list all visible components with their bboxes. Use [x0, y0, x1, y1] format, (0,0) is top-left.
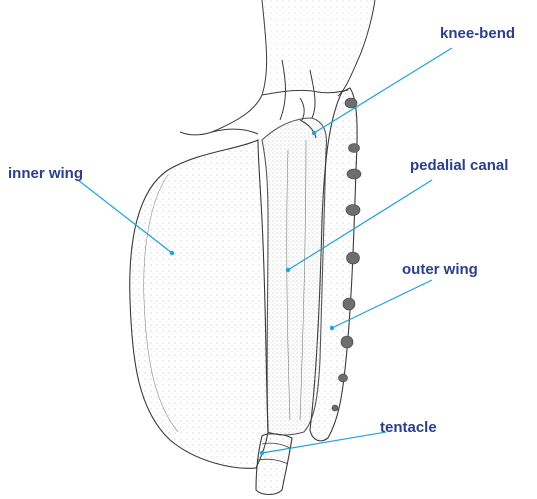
- dot-outer-wing: [330, 326, 334, 330]
- dot-knee-bend: [312, 131, 316, 135]
- label-inner-wing: inner wing: [8, 166, 83, 181]
- label-outer-wing: outer wing: [402, 262, 478, 277]
- dot-inner-wing: [170, 251, 174, 255]
- label-knee-bend: knee-bend: [440, 26, 515, 41]
- inner-wing-shape: [130, 140, 268, 468]
- dot-pedalial-canal: [286, 268, 290, 272]
- dot-tentacle: [260, 451, 264, 455]
- upper-body-shading: [262, 0, 375, 96]
- label-tentacle: tentacle: [380, 420, 437, 435]
- pedalial-canal-shape: [262, 118, 326, 435]
- label-pedalial-canal: pedalial canal: [410, 158, 508, 173]
